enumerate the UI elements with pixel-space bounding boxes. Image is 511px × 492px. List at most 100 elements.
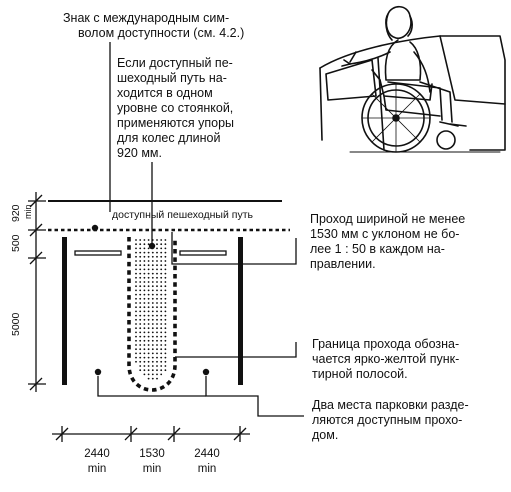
aisle-dot (135, 289, 137, 292)
aisle-dot (143, 297, 146, 300)
aisle-dot (156, 344, 158, 346)
aisle-dot (143, 339, 146, 342)
vdim-label-5000: 5000 (10, 312, 22, 336)
aisle-dot (156, 289, 158, 292)
aisle-dot (164, 293, 167, 296)
left-wheel-stop (74, 250, 122, 256)
aisle-dot (151, 264, 154, 267)
right-space-marker (202, 368, 210, 376)
aisle-dot (135, 297, 137, 300)
hdim-slash-4 (233, 427, 247, 441)
aisle-dot (164, 314, 167, 317)
aisle-dot (143, 251, 146, 254)
aisle-dot (147, 255, 150, 258)
aisle-dot (139, 247, 142, 250)
left-stripe (62, 237, 67, 385)
aisle-dot (164, 289, 167, 292)
hdim-unit-1: min (88, 463, 107, 475)
aisle-dot (139, 285, 142, 288)
aisle-dot (147, 251, 150, 254)
aisle-dot (151, 344, 154, 346)
aisle-dot (160, 373, 163, 376)
aisle-dot (135, 276, 137, 279)
stops-note-line-4: уровне со стоянкой, (117, 101, 233, 115)
aisle-dot (143, 285, 146, 288)
walkway: доступный пешеходный путь (48, 200, 290, 232)
aisle-dot (156, 297, 158, 300)
wheelchair-user-illustration (319, 5, 506, 153)
aisle-dot (156, 323, 158, 325)
aisle-dot (151, 348, 154, 351)
aisle-dot (156, 327, 158, 330)
aisle-border-dashed (127, 237, 177, 392)
aisle-dot (147, 331, 150, 334)
stops-note-line-7: 920 мм. (117, 146, 162, 160)
aisle-dot (156, 276, 158, 279)
aisle-dot (147, 373, 150, 376)
aisle-dot (164, 323, 167, 325)
aisle-dot (147, 335, 150, 338)
vdim-unit-920: min (23, 204, 33, 219)
aisle-dot (151, 310, 154, 313)
aisle-dot (151, 255, 154, 258)
aisle-dot (135, 268, 137, 271)
stops-note-line-5: применяются упоры (117, 116, 234, 130)
aisle-dot (164, 251, 167, 254)
aisle-dot (151, 251, 154, 254)
aisle-dot (164, 331, 167, 334)
aisle-dot (135, 260, 137, 262)
aisle-dot (143, 323, 146, 325)
aisle-dot (164, 339, 167, 342)
aisle-dot (156, 281, 158, 283)
aisle-dot (164, 365, 167, 367)
aisle-dot (135, 285, 137, 288)
aisle-dot (147, 247, 150, 250)
aisle-dot (151, 302, 154, 304)
aisle-dot (164, 335, 167, 338)
aisle-dot (151, 360, 154, 363)
aisle-dot (151, 356, 154, 359)
spaces-leader-branch (97, 376, 206, 397)
aisle-dot (139, 318, 142, 321)
border-note-line-3: тирной полосой. (312, 367, 408, 381)
aisle-dot (160, 285, 163, 288)
aisle-dot (147, 365, 150, 367)
vdim-label-500: 500 (10, 234, 22, 252)
aisle-dot (139, 276, 142, 279)
aisle-dot (160, 281, 163, 283)
aisle-dot (139, 260, 142, 262)
aisle-dot (164, 306, 167, 309)
aisle-dot (156, 356, 158, 359)
aisle-dot (135, 335, 137, 338)
stops-note-line-1: Если доступный пе- (117, 56, 233, 70)
aisle-dot (147, 302, 150, 304)
aisle-dot (156, 369, 158, 372)
aisle-dot (164, 302, 167, 304)
aisle-dot (156, 377, 158, 380)
aisle-dot (143, 289, 146, 292)
aisle-dot (164, 264, 167, 267)
passage-note-line-2: 1530 мм с уклоном не бо- (310, 227, 459, 241)
aisle-dot (164, 272, 167, 275)
aisle-dot (135, 306, 137, 309)
aisle-dot (151, 289, 154, 292)
aisle-dot (164, 348, 167, 351)
aisle-dot (160, 327, 163, 330)
aisle-dot (160, 369, 163, 372)
aisle-dot (151, 285, 154, 288)
aisle-dot (151, 369, 154, 372)
aisle-dot (135, 255, 137, 258)
aisle-dot (139, 289, 142, 292)
vdim-slash-4 (29, 377, 43, 391)
aisle-dot (135, 352, 137, 355)
aisle-dot (151, 297, 154, 300)
aisle-dot (156, 373, 158, 376)
aisle-dot (147, 310, 150, 313)
aisle-dot (156, 314, 158, 317)
aisle-dot (160, 365, 163, 367)
aisle-dot (139, 306, 142, 309)
aisle-dot (164, 310, 167, 313)
hdim-label-1: 2440 (84, 448, 110, 460)
border-note-line-2: чается ярко-желтой пунк- (312, 352, 459, 366)
aisle-dot (143, 310, 146, 313)
